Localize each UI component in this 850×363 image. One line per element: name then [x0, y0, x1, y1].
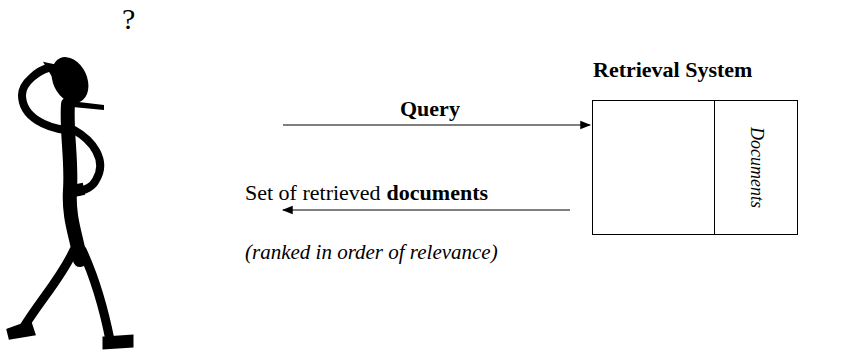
- result-label: Set of retrieved: [245, 180, 381, 205]
- result-label-bold: documents: [387, 180, 488, 205]
- document-store: Documents: [714, 101, 798, 234]
- box-heading: Retrieval System: [593, 57, 752, 82]
- query-arrow: [283, 124, 590, 125]
- question-mark: ?: [122, 2, 135, 37]
- stick-figure: [8, 51, 132, 348]
- retrieval-system-box: Retrieval SystemDocuments: [592, 100, 798, 235]
- vertical-label: Documents: [747, 127, 768, 208]
- query-label: Query: [400, 96, 460, 121]
- ranking-note: (ranked in order of relevance): [245, 240, 498, 264]
- result-arrow: [283, 209, 570, 210]
